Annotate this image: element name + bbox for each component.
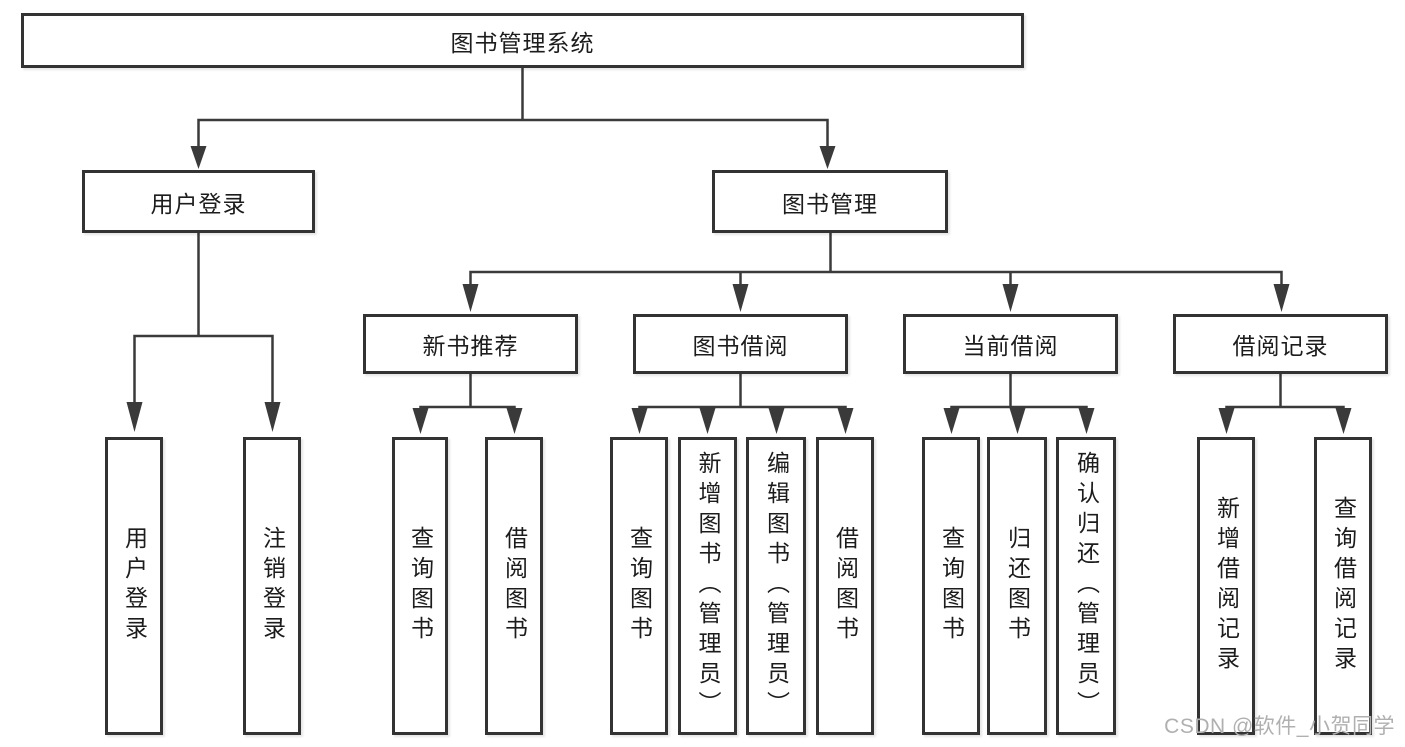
arrow-down-icon <box>1273 284 1290 312</box>
arrow-down-icon <box>819 146 836 169</box>
arrow-down-icon <box>412 408 429 434</box>
leaf-query-borrow-record: 查询借阅记录 <box>1314 437 1372 735</box>
node-root: 图书管理系统 <box>21 13 1024 68</box>
leaf-query-borrow-record-label: 查询借阅记录 <box>1330 496 1357 676</box>
leaf-add-borrow-record-label: 新增借阅记录 <box>1213 496 1240 676</box>
node-user-login-label: 用户登录 <box>150 190 247 217</box>
node-book-management-label: 图书管理 <box>782 190 878 217</box>
leaf-query-books-2-label: 查询图书 <box>626 526 653 646</box>
leaf-borrow-books-1: 借阅图书 <box>485 437 543 735</box>
connector-records-bus <box>1225 405 1345 409</box>
arrow-down-icon <box>1218 408 1235 434</box>
node-book-management: 图书管理 <box>712 170 948 233</box>
leaf-edit-books-admin: 编辑图书（管理员） <box>746 437 806 735</box>
arrow-down-icon <box>506 408 523 434</box>
node-root-label: 图书管理系统 <box>450 29 595 56</box>
arrow-down-icon <box>1335 408 1352 434</box>
arrow-down-icon <box>1078 408 1095 434</box>
connector-root-bus <box>197 118 829 150</box>
arrow-down-icon <box>943 408 960 434</box>
arrow-down-icon <box>732 284 749 312</box>
leaf-confirm-return-admin: 确认归还（管理员） <box>1056 437 1116 735</box>
node-current-borrow: 当前借阅 <box>903 314 1118 374</box>
leaf-query-books-1-label: 查询图书 <box>407 526 434 646</box>
leaf-return-books: 归还图书 <box>987 437 1047 735</box>
arrow-down-icon <box>631 408 648 434</box>
connector-recommend-bus <box>419 405 516 409</box>
leaf-query-books-1: 查询图书 <box>392 437 448 735</box>
node-current-borrow-label: 当前借阅 <box>962 333 1059 359</box>
leaf-edit-books-admin-label: 编辑图书（管理员） <box>763 451 790 721</box>
leaf-borrow-books-2-label: 借阅图书 <box>832 526 859 646</box>
leaf-add-books-admin: 新增图书（管理员） <box>678 437 737 735</box>
node-book-borrow-label: 图书借阅 <box>692 333 789 359</box>
node-user-login: 用户登录 <box>82 170 315 233</box>
leaf-logout: 注销登录 <box>243 437 301 735</box>
leaf-user-login-label: 用户登录 <box>121 526 148 646</box>
node-book-borrow: 图书借阅 <box>633 314 848 374</box>
arrow-down-icon <box>768 408 785 434</box>
arrow-down-icon <box>462 284 479 312</box>
node-new-book-recommend-label: 新书推荐 <box>422 333 519 359</box>
arrow-down-icon <box>264 402 281 432</box>
leaf-logout-label: 注销登录 <box>259 526 286 646</box>
arrow-down-icon <box>190 146 207 169</box>
node-borrow-records-label: 借阅记录 <box>1232 333 1329 359</box>
leaf-borrow-books-2: 借阅图书 <box>816 437 874 735</box>
leaf-query-books-2: 查询图书 <box>610 437 668 735</box>
leaf-borrow-books-1-label: 借阅图书 <box>501 526 528 646</box>
node-borrow-records: 借阅记录 <box>1173 314 1388 374</box>
connector-bookmgmt-bus <box>469 270 1283 286</box>
arrow-down-icon <box>126 402 143 432</box>
csdn-watermark: CSDN @软件_小贺同学 <box>1164 715 1395 738</box>
node-new-book-recommend: 新书推荐 <box>363 314 578 374</box>
connector-userlogin-bus <box>133 334 274 404</box>
leaf-add-books-admin-label: 新增图书（管理员） <box>695 451 721 721</box>
arrow-down-icon <box>699 408 716 434</box>
arrow-down-icon <box>837 408 854 434</box>
leaf-query-books-3: 查询图书 <box>922 437 980 735</box>
arrow-down-icon <box>1009 408 1026 434</box>
leaf-query-books-3-label: 查询图书 <box>938 526 965 646</box>
leaf-user-login: 用户登录 <box>105 437 163 735</box>
connector-currentborrow-bus <box>950 405 1088 409</box>
arrow-down-icon <box>1002 284 1019 312</box>
leaf-add-borrow-record: 新增借阅记录 <box>1197 437 1255 735</box>
leaf-return-books-label: 归还图书 <box>1004 526 1031 646</box>
connector-bookborrow-bus <box>638 405 847 409</box>
leaf-confirm-return-admin-label: 确认归还（管理员） <box>1073 451 1100 721</box>
